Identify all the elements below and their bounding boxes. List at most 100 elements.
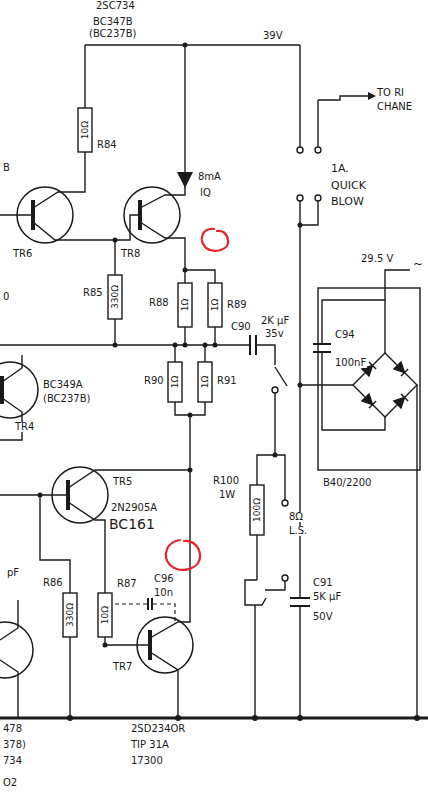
- resistor-symbol: [63, 593, 77, 637]
- red-annotation-circle: [166, 540, 200, 570]
- signal-arrow: [368, 92, 376, 100]
- wire: [85, 44, 300, 45]
- wire: [68, 470, 190, 488]
- bridge-rectifier: [362, 394, 376, 408]
- capacitor-symbol: [250, 335, 256, 355]
- component-label: TR4: [14, 422, 35, 432]
- junction-dot: [297, 715, 303, 721]
- wire: [0, 398, 22, 440]
- wire: [184, 327, 185, 345]
- component-label: R100: [212, 476, 240, 486]
- component-label: ~: [412, 258, 424, 270]
- wire: [256, 535, 257, 580]
- component-label: BC347B: [92, 17, 134, 27]
- bridge-rectifier: [394, 362, 408, 376]
- component-label: (BC237B): [42, 394, 91, 404]
- wire: [114, 319, 115, 345]
- capacitor-symbol: [148, 598, 152, 610]
- terminal: [282, 575, 288, 581]
- terminal: [297, 195, 303, 201]
- component-label: 734: [2, 756, 23, 766]
- terminal: [297, 147, 303, 153]
- junction-dot: [252, 715, 258, 721]
- component-label: 17300: [130, 756, 164, 766]
- wire: [0, 600, 18, 640]
- resistor-symbol: [108, 275, 122, 319]
- component-label: R87: [116, 579, 138, 589]
- component-label: TR5: [112, 477, 133, 487]
- component-label: 1Ω: [211, 298, 220, 313]
- component-label: 29.5 V: [360, 254, 394, 264]
- component-label: 2SD234OR: [130, 724, 186, 734]
- component-label: R89: [226, 300, 248, 310]
- wire: [150, 652, 178, 718]
- component-label: 10Ω: [101, 605, 110, 625]
- transistor-symbol: [17, 187, 73, 243]
- component-label: R85: [82, 288, 104, 298]
- resistor-symbol: [63, 108, 264, 637]
- junction-dot: [273, 453, 278, 458]
- component-label: (BC237B): [88, 29, 137, 39]
- wire: [40, 495, 70, 593]
- red-annotation-circle: [166, 229, 228, 570]
- component-label: R91: [216, 376, 238, 386]
- junction-dot: [113, 238, 118, 243]
- transistor-symbol: [137, 617, 193, 673]
- transistor-symbol: [0, 362, 38, 418]
- transistor-symbol: [0, 187, 193, 678]
- junction-dot: [298, 223, 303, 228]
- component-label: QUICK: [330, 180, 367, 191]
- transistor-symbol: [66, 480, 70, 510]
- bridge-rectifier: [300, 270, 420, 718]
- resistor-symbol: [98, 593, 112, 637]
- ground-rail: [0, 717, 428, 720]
- wire: [254, 605, 255, 718]
- resistor-symbol: [198, 362, 212, 402]
- bridge-rectifier: [300, 384, 353, 385]
- wire: [265, 581, 285, 590]
- terminal: [272, 147, 321, 581]
- bridge-rectifier: [416, 385, 417, 718]
- component-label: 378): [2, 740, 27, 750]
- wire: [257, 393, 275, 485]
- terminal: [282, 500, 288, 506]
- resistor-symbol: [168, 362, 182, 402]
- wire: [256, 345, 275, 365]
- component-label: TIP 31A: [130, 740, 170, 750]
- junction-dot: [38, 493, 43, 498]
- component-label: IQ: [199, 188, 212, 198]
- junction-dot: [38, 43, 421, 722]
- wire: [174, 345, 175, 362]
- component-label: TR6: [12, 249, 33, 259]
- red-annotation-circle: [202, 229, 228, 251]
- transistor-symbol: [31, 200, 35, 230]
- component-label: 1W: [218, 490, 236, 500]
- junction-dot: [183, 343, 188, 348]
- component-label: B40/2200: [322, 478, 372, 488]
- terminal: [272, 387, 278, 393]
- capacitor-symbol: [313, 344, 331, 352]
- component-label: 1Ω: [201, 375, 210, 390]
- transistor-symbol: [52, 467, 108, 523]
- component-label: 50V: [312, 612, 334, 622]
- resistor-symbol: [208, 283, 222, 327]
- component-label: BLOW: [330, 196, 365, 207]
- wire: [275, 367, 287, 386]
- component-label: 100Ω: [253, 497, 262, 523]
- component-label: O2: [2, 778, 18, 788]
- capacitor-symbol: [148, 335, 331, 610]
- component-label: 35v: [264, 329, 285, 339]
- terminal: [315, 195, 321, 201]
- dashed-capacitor-link: [115, 604, 175, 622]
- bridge-rectifier: [385, 270, 410, 300]
- transistor-symbol: [0, 376, 4, 404]
- wire: [214, 327, 215, 345]
- junction-dot: [183, 43, 188, 48]
- junction-dot: [113, 343, 118, 348]
- wire: [84, 45, 85, 108]
- wire: [299, 45, 300, 147]
- wire: [0, 494, 68, 495]
- component-label: C96: [153, 574, 175, 584]
